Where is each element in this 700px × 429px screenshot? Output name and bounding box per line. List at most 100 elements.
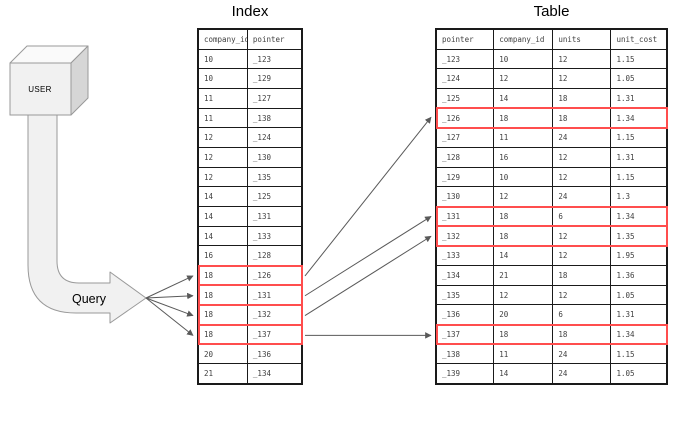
cell: 18	[553, 266, 612, 285]
cell: 14	[199, 226, 248, 246]
cell: 12	[553, 167, 612, 187]
cell: _132	[252, 310, 271, 320]
cell: _124	[252, 133, 271, 143]
cell: 1.05	[616, 290, 635, 300]
cell: 18	[199, 285, 248, 305]
cell: 18	[553, 325, 612, 344]
query-label: Query	[72, 292, 107, 306]
index-table-title: Index	[231, 3, 269, 20]
cell: 10	[494, 167, 554, 187]
cell: 12	[553, 148, 612, 167]
cell: _126	[437, 108, 495, 128]
cell: 12	[199, 128, 248, 148]
cell: 1.15	[616, 133, 635, 143]
cell: 16	[494, 148, 554, 167]
cell: _136	[252, 349, 271, 359]
table-row: 10 _129	[199, 68, 301, 89]
cell: 18	[494, 226, 554, 246]
cell: 1.31	[616, 152, 635, 162]
header-cell: company_id	[494, 30, 554, 49]
cell: 18	[494, 325, 554, 344]
cell: 1.05	[616, 369, 635, 379]
cell: 14	[199, 207, 248, 226]
user-label: USER	[28, 85, 51, 94]
table-row: 12_130	[199, 147, 301, 167]
main-table-title: Table	[533, 3, 570, 20]
table-row: 11_138	[199, 107, 301, 128]
cell: 11	[199, 108, 248, 128]
cell: _133	[252, 231, 271, 241]
cell: 24	[553, 344, 612, 364]
cell: 10	[199, 69, 248, 89]
table-row: 12_135	[199, 166, 301, 187]
query-arrow: Query	[27, 113, 147, 324]
cell: 18	[199, 325, 248, 344]
cell: 12	[494, 285, 554, 305]
cell: _129	[252, 74, 271, 84]
cell: 24	[553, 364, 612, 384]
cell: _127	[437, 128, 495, 148]
cell: 12	[553, 285, 612, 305]
cell: 18	[553, 89, 612, 108]
header-row: company_id pointer	[199, 30, 301, 49]
cell: 21	[199, 364, 248, 384]
cell: 18	[494, 108, 554, 128]
cell: _136	[437, 305, 495, 325]
cell: 1.31	[616, 93, 635, 103]
cell: _125	[437, 89, 495, 108]
table-row: 10_123	[199, 48, 301, 69]
cell: _125	[252, 192, 271, 202]
table-row: 11_127	[199, 88, 301, 108]
cell: 1.34	[616, 211, 635, 221]
cell: _129	[437, 167, 495, 187]
cell: 18	[199, 266, 248, 285]
cell: 10	[494, 49, 554, 69]
header-cell: pointer	[252, 34, 285, 44]
cell: 12	[199, 148, 248, 167]
cell: 1.34	[616, 113, 635, 123]
header-cell: pointer	[437, 30, 495, 49]
cell: 12	[553, 246, 612, 266]
cell: 1.15	[616, 349, 635, 359]
cell: _132	[437, 226, 495, 246]
cell: _133	[437, 246, 495, 266]
cell: _138	[437, 344, 495, 364]
header-cell: unit_cost	[616, 34, 658, 44]
cell: _135	[437, 285, 495, 305]
table-row: 14_131	[199, 206, 301, 226]
cell: 1.15	[616, 54, 635, 64]
cell: 16	[199, 246, 248, 266]
table-row: 14 _133	[199, 225, 301, 246]
cell: 20	[494, 305, 554, 325]
cell: 1.36	[616, 270, 635, 280]
cell: 12	[494, 187, 554, 207]
cell: 1.15	[616, 172, 635, 182]
cell: 1.31	[616, 310, 635, 320]
header-cell: units	[553, 30, 612, 49]
cell: _135	[252, 172, 271, 182]
cell: _131	[437, 207, 495, 226]
header-cell: company_id	[199, 30, 248, 49]
cell: 12	[553, 226, 612, 246]
highlighted-table-row: 18_131	[197, 284, 303, 306]
highlighted-table-row: 18_126	[197, 264, 303, 286]
cell: _127	[252, 93, 271, 103]
cell: 10	[199, 49, 248, 69]
highlighted-table-row: 18_132	[197, 303, 303, 326]
cell: 11	[494, 128, 554, 148]
